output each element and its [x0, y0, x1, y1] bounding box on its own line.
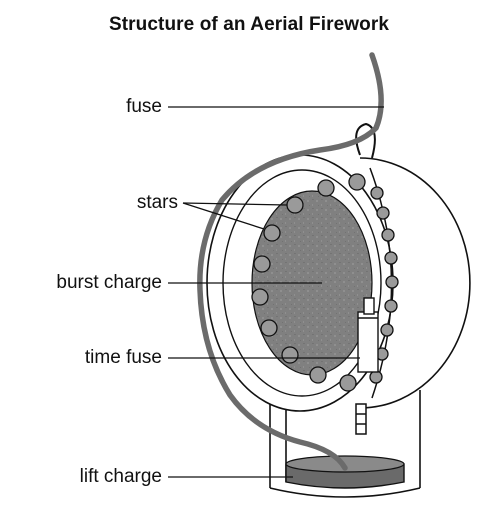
leader-stars-1: [182, 202, 288, 206]
star: [260, 319, 278, 337]
star: [381, 228, 395, 242]
leader-lines: [168, 106, 384, 478]
star: [384, 251, 398, 265]
stars-group: [251, 173, 399, 392]
star: [253, 255, 271, 273]
star: [286, 196, 304, 214]
label-time-fuse: time fuse: [84, 347, 162, 368]
label-fuse: fuse: [126, 96, 162, 117]
diagram-title: Structure of an Aerial Firework: [108, 14, 390, 35]
time-fuse: [357, 297, 379, 373]
star: [317, 179, 335, 197]
star: [384, 299, 398, 313]
leader-stars-2: [182, 202, 265, 230]
star: [385, 275, 399, 289]
star: [251, 288, 269, 306]
label-lift-charge: lift charge: [79, 466, 162, 487]
star: [263, 224, 281, 242]
star: [339, 374, 357, 392]
star: [380, 323, 394, 337]
label-burst-charge: burst charge: [56, 272, 162, 293]
star: [281, 346, 299, 364]
shell-back-hemisphere: [359, 157, 471, 409]
fuse-cord: [197, 52, 384, 471]
star: [376, 206, 390, 220]
star: [309, 366, 327, 384]
fuse-stem-lower: [355, 403, 367, 435]
star: [348, 173, 366, 191]
star: [369, 370, 383, 384]
star: [370, 186, 384, 200]
label-stars: stars: [136, 192, 178, 213]
